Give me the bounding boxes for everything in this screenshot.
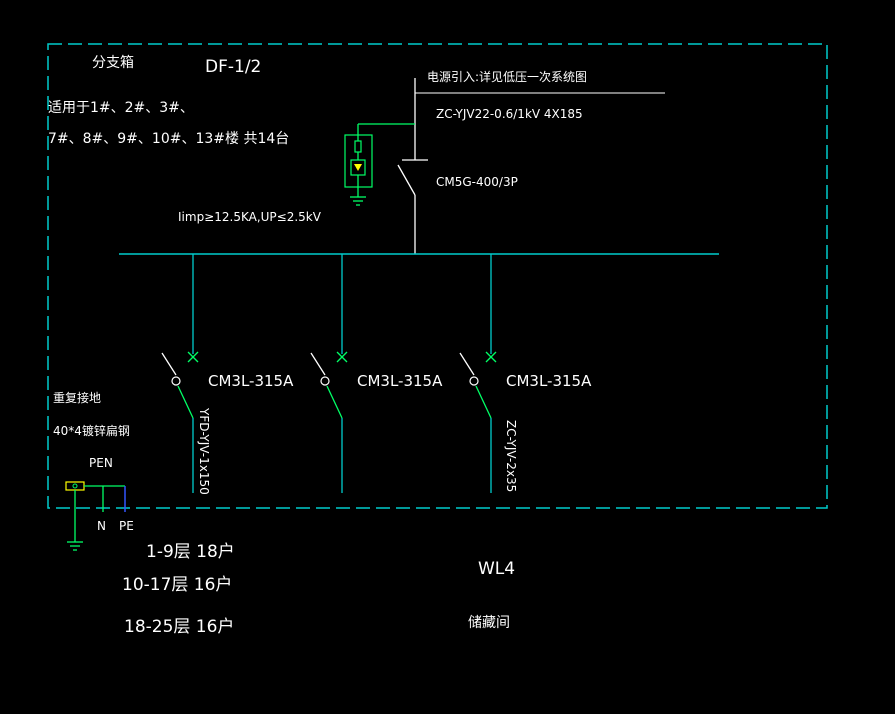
feeder-3-breaker: CM3L-315A [506,372,592,390]
load-row-3: 18-25层 16户 [124,617,234,637]
feeder-2: CM3L-315A [310,254,443,493]
grounding-material: 40*4镀锌扁钢 [53,424,130,438]
n-label: N [97,519,106,533]
grounding-title: 重复接地 [53,390,101,405]
pen-terminal-dot [72,483,78,489]
enclosure-frame [47,43,828,509]
feeder-1: CM3L-315A YFD-YJV-1x150 [161,254,294,495]
feeder-3-contact [469,376,479,386]
pen-terminal [65,481,85,491]
applies-line1: 适用于1#、2#、3#、 [48,100,194,116]
pen-label: PEN [89,456,113,470]
incoming-breaker: CM5G-400/3P [436,175,518,189]
feeder-2-blade [326,385,343,419]
wl-label: WL4 [478,559,515,579]
box-title: 分支箱 [92,55,134,71]
feeder-1-blade [177,385,194,419]
spd-arrow-icon [354,164,362,171]
feeder-3-cable: ZC-YJV-2x35 [504,420,518,492]
load-row-1: 1-9层 18户 [146,542,235,562]
feeder-2-contact [320,376,330,386]
feeder-3: CM3L-315A ZC-YJV-2x35 [459,254,592,493]
box-code: DF-1/2 [205,57,261,77]
spd-fuse [354,140,362,153]
feeder-1-contact [171,376,181,386]
incoming-cable: ZC-YJV22-0.6/1kV 4X185 [436,107,583,121]
feeder-3-blade [475,385,492,419]
storage-label: 储藏间 [468,615,510,631]
feeder-3-x-b [485,351,497,363]
incoming-breaker-blade [397,164,416,196]
load-row-2: 10-17层 16户 [122,575,232,595]
feeder-1-breaker: CM3L-315A [208,372,294,390]
feeder-2-blade-top [310,352,326,376]
incoming-note: 电源引入:详见低压一次系统图 [427,69,587,84]
feeder-3-blade-top [459,352,475,376]
spd-spec: Iimp≥12.5KA,UP≤2.5kV [178,210,322,224]
feeder-2-x-b [336,351,348,363]
feeder-2-breaker: CM3L-315A [357,372,443,390]
feeder-1-cable: YFD-YJV-1x150 [197,407,211,495]
pe-label: PE [119,519,134,533]
applies-line2: 7#、8#、9#、10#、13#楼 共14台 [48,131,289,147]
feeder-1-x-b [187,351,199,363]
feeder-1-blade-top [161,352,177,376]
